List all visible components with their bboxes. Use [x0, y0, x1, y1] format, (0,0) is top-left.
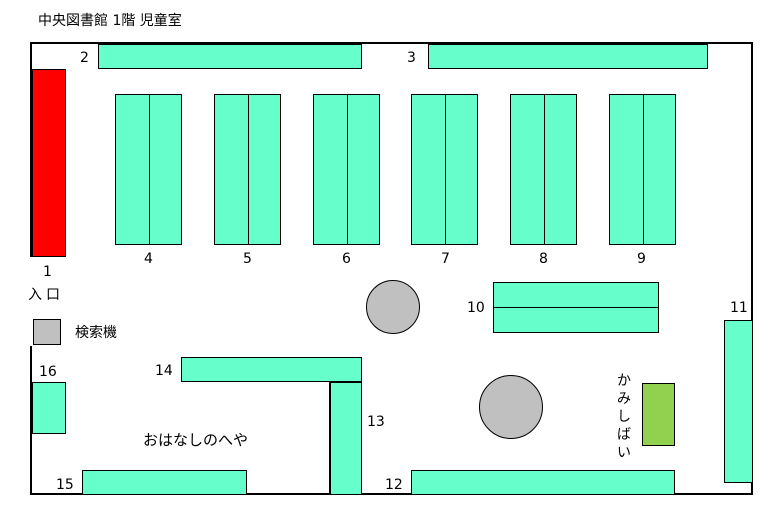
kamishibai-stage[interactable]: [642, 383, 675, 446]
shelf-number-13: 13: [367, 414, 385, 430]
wall-left-upper: [30, 42, 32, 257]
shelf-4[interactable]: [115, 94, 182, 245]
shelf-9[interactable]: [609, 94, 676, 245]
shelf-13[interactable]: [330, 382, 362, 495]
shelf-number-15: 15: [56, 477, 74, 493]
kamishibai-label: か み し ば い: [614, 372, 634, 462]
shelf-11[interactable]: [724, 320, 753, 483]
shelf-15[interactable]: [82, 470, 247, 495]
shelf-number-8: 8: [539, 251, 548, 267]
entrance-door[interactable]: [32, 69, 66, 257]
shelf-number-9: 9: [637, 251, 646, 267]
shelf-6[interactable]: [313, 94, 380, 245]
shelf-3[interactable]: [428, 44, 708, 69]
shelf-number-14: 14: [155, 363, 173, 379]
shelf-14[interactable]: [181, 357, 362, 382]
page-title: 中央図書館 1階 児童室: [38, 13, 182, 29]
shelf-number-16: 16: [39, 364, 57, 380]
wall-top: [30, 42, 753, 44]
shelf-number-4: 4: [144, 251, 153, 267]
shelf-12[interactable]: [411, 470, 675, 495]
shelf-7[interactable]: [411, 94, 478, 245]
shelf-number-11: 11: [730, 300, 748, 316]
wall-bottom: [30, 493, 753, 495]
kamishibai-char: し: [617, 409, 631, 425]
round-table-1[interactable]: [366, 280, 420, 334]
kamishibai-char: ば: [617, 427, 631, 443]
shelf-number-10: 10: [467, 300, 485, 316]
wall-left-lower: [30, 346, 32, 495]
shelf-16[interactable]: [32, 382, 66, 434]
shelf-number-7: 7: [441, 251, 450, 267]
shelf-number-5: 5: [243, 251, 252, 267]
kamishibai-char: か: [617, 373, 631, 389]
shelf-number-3: 3: [407, 50, 416, 66]
kamishibai-char: い: [617, 445, 631, 461]
shelf-10[interactable]: [493, 282, 659, 333]
shelf-8[interactable]: [510, 94, 577, 245]
search-terminal-label: 検索機: [75, 325, 117, 341]
shelf-number-12: 12: [385, 477, 403, 493]
shelf-5[interactable]: [214, 94, 281, 245]
wall-right: [751, 42, 753, 495]
kamishibai-char: み: [617, 391, 631, 407]
round-table-2[interactable]: [479, 375, 543, 439]
entrance-label: 入口: [28, 287, 64, 303]
story-room-label: おはなしのへや: [143, 431, 249, 449]
shelf-number-2: 2: [80, 50, 89, 66]
shelf-2[interactable]: [98, 44, 362, 69]
shelf-number-6: 6: [342, 251, 351, 267]
search-terminal-icon[interactable]: [33, 319, 61, 345]
entrance-number: 1: [43, 264, 52, 280]
